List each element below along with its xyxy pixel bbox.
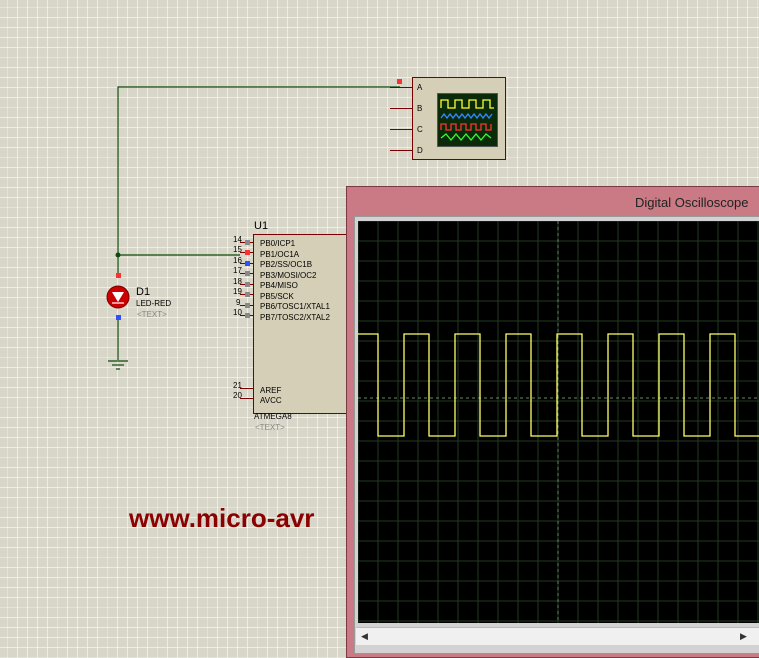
scope-pin-stub xyxy=(390,129,412,130)
mcu-pin-number: 19 xyxy=(233,287,242,296)
scope-pin-a-marker[interactable] xyxy=(397,79,402,84)
scope-icon-screen xyxy=(437,93,498,147)
scope-channel-label: C xyxy=(417,125,423,134)
scope-pin-stub xyxy=(390,150,412,151)
ground-symbol xyxy=(108,360,128,370)
mcu-pin-label: PB6/TOSC1/XTAL1 xyxy=(260,302,330,311)
mcu-part-label: ATMEGA8 xyxy=(254,412,292,421)
mcu-pin-label: AVCC xyxy=(260,396,282,405)
led-part-label: LED-RED xyxy=(136,299,172,308)
scope-channel-label: D xyxy=(417,146,423,155)
horizontal-scrollbar[interactable]: ◀ ▶ xyxy=(356,627,759,645)
mcu-pin-number: 17 xyxy=(233,266,242,275)
mcu-pin-marker[interactable] xyxy=(245,271,250,276)
mcu-pin-stub xyxy=(240,388,253,389)
mcu-designator: U1 xyxy=(254,220,269,232)
led-cathode-pin[interactable] xyxy=(116,315,121,320)
oscilloscope-panel: ◀ ▶ xyxy=(354,216,759,654)
scope-channel-label: B xyxy=(417,104,423,113)
scope-channel-label: A xyxy=(417,83,423,92)
window-title: Digital Oscilloscope xyxy=(635,195,749,210)
scope-pin-stub xyxy=(390,87,412,88)
mcu-pin-label: PB2/SS/OC1B xyxy=(260,260,313,269)
wire-scope-a xyxy=(117,86,400,255)
mcu-pin-label: AREF xyxy=(260,386,282,395)
oscilloscope-icon xyxy=(440,99,494,142)
led-designator: D1 xyxy=(136,286,151,298)
led-text-placeholder: <TEXT> xyxy=(137,310,167,319)
mcu-pin-stub xyxy=(240,398,253,399)
mcu-pin-marker[interactable] xyxy=(245,250,250,255)
mcu-pin-label: PB3/MOSI/OC2 xyxy=(260,271,317,280)
mcu-pin-marker[interactable] xyxy=(245,261,250,266)
mcu-pin-label: PB4/MISO xyxy=(260,281,298,290)
mcu-pin-label: PB0/ICP1 xyxy=(260,239,296,248)
mcu-pin-label: PB1/OC1A xyxy=(260,250,300,259)
oscilloscope-display[interactable] xyxy=(358,221,759,623)
mcu-pin-label: PB7/TOSC2/XTAL2 xyxy=(260,313,330,322)
oscilloscope-graticule xyxy=(358,221,759,623)
wire-junction xyxy=(115,252,121,258)
mcu-pin-number: 14 xyxy=(233,235,242,244)
scroll-right-arrow-icon[interactable]: ▶ xyxy=(736,629,751,644)
oscilloscope-window[interactable]: Digital Oscilloscope ◀ ▶ xyxy=(346,186,759,658)
website-watermark: www.micro-avr xyxy=(129,503,315,533)
channel-a-trace xyxy=(358,333,759,437)
mcu-pin-marker[interactable] xyxy=(245,240,250,245)
mcu-pin-number: 15 xyxy=(233,245,242,254)
mcu-pin-marker[interactable] xyxy=(245,292,250,297)
mcu-pin-label: PB5/SCK xyxy=(260,292,294,301)
mcu-pin-marker[interactable] xyxy=(245,313,250,318)
mcu-pin-number: 21 xyxy=(233,381,242,390)
scope-pin-stub xyxy=(390,108,412,109)
mcu-pin-number: 10 xyxy=(233,308,242,317)
led-anode-pin[interactable] xyxy=(116,273,121,278)
mcu-pin-marker[interactable] xyxy=(245,303,250,308)
oscilloscope-component[interactable]: A B C D xyxy=(412,77,506,160)
mcu-pin-marker[interactable] xyxy=(245,282,250,287)
led-symbol xyxy=(106,285,130,309)
mcu-pin-number: 9 xyxy=(236,298,241,307)
scroll-left-arrow-icon[interactable]: ◀ xyxy=(357,629,372,644)
mcu-atmega8[interactable]: PB0/ICP1 PB1/OC1A PB2/SS/OC1B PB3/MOSI/O… xyxy=(253,234,353,414)
mcu-text-placeholder: <TEXT> xyxy=(255,423,285,432)
mcu-pin-number: 18 xyxy=(233,277,242,286)
mcu-pin-number: 16 xyxy=(233,256,242,265)
mcu-pin-number: 20 xyxy=(233,391,242,400)
